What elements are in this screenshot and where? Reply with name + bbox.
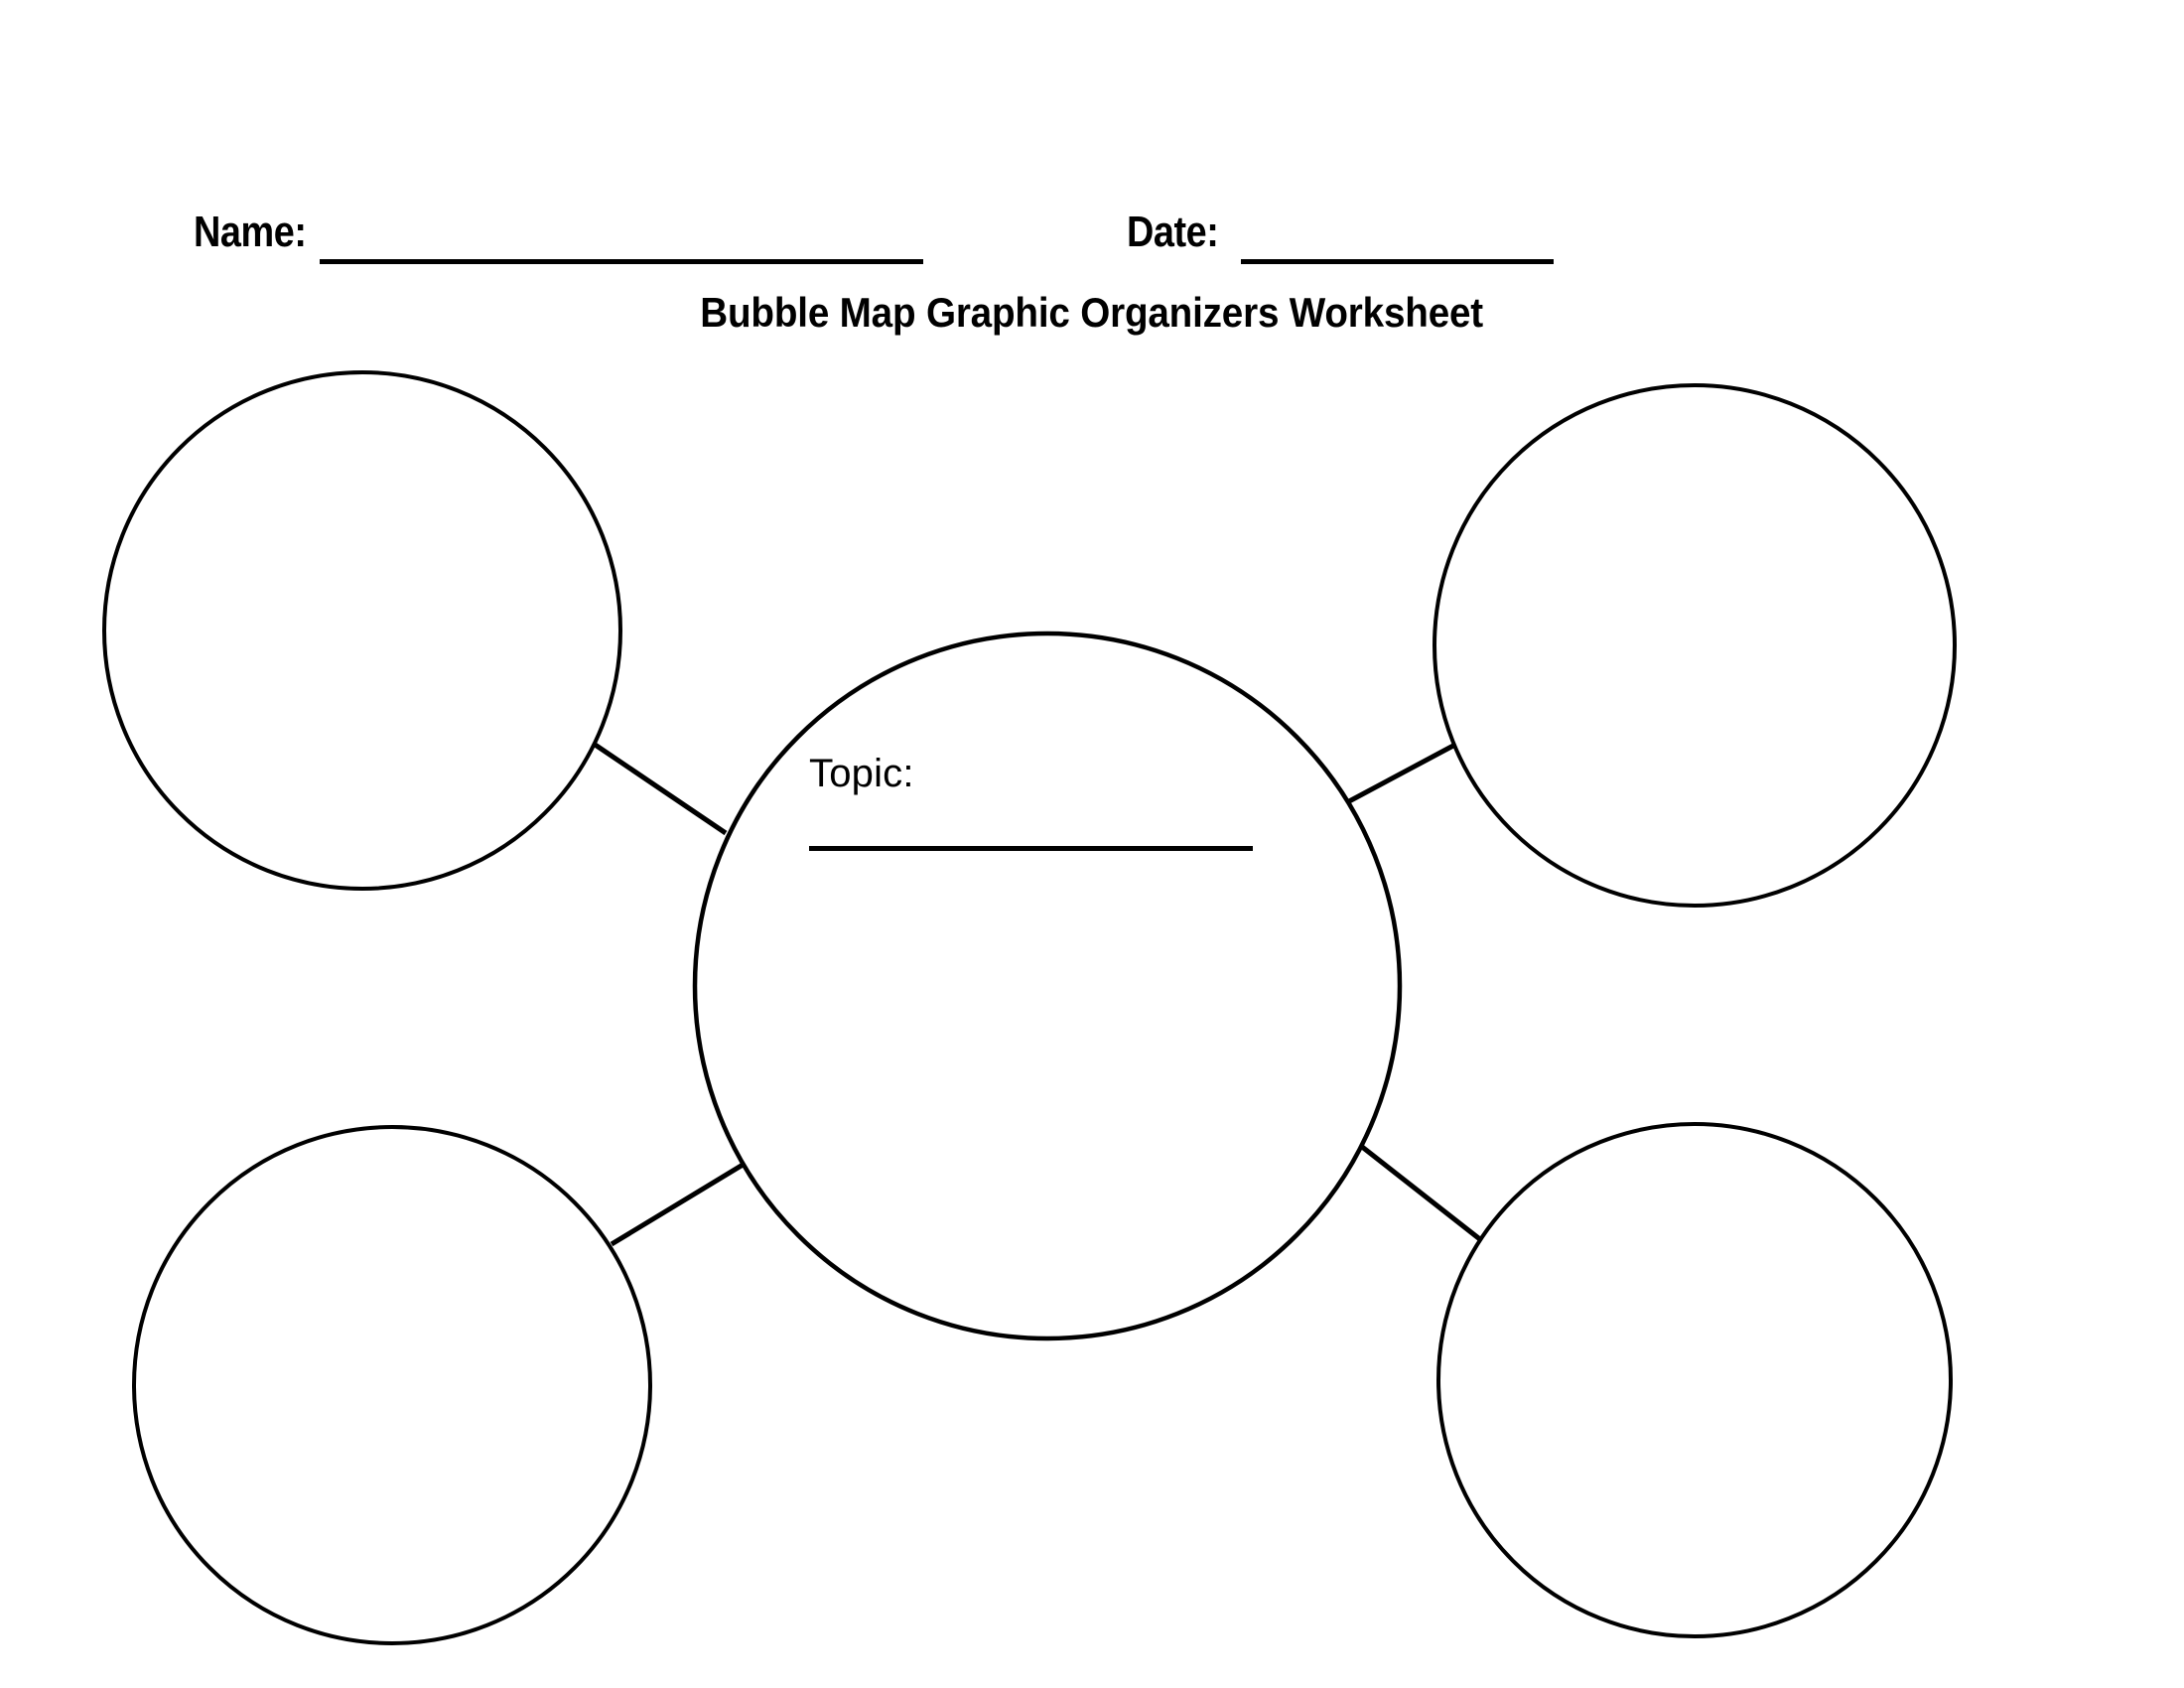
page-title-text: Bubble Map Graphic Organizers Worksheet bbox=[700, 289, 1484, 336]
topic-input-rule[interactable] bbox=[809, 846, 1253, 851]
page-title: Bubble Map Graphic Organizers Worksheet bbox=[0, 290, 2184, 336]
topic-block: Topic: bbox=[809, 752, 1276, 851]
connector-line-top-left bbox=[586, 737, 728, 836]
bubble-bottom-left[interactable] bbox=[132, 1125, 652, 1645]
bubble-bottom-right[interactable] bbox=[1436, 1122, 1953, 1638]
bubble-top-right[interactable] bbox=[1433, 383, 1957, 908]
date-field-label: Date: bbox=[1127, 208, 1219, 256]
bubble-top-left[interactable] bbox=[102, 370, 622, 891]
connector-line-top-right bbox=[1332, 736, 1468, 812]
connector-line-bottom-left bbox=[610, 1150, 764, 1247]
center-topic-bubble[interactable] bbox=[692, 631, 1403, 1341]
date-field-input[interactable] bbox=[1241, 259, 1554, 264]
topic-label: Topic: bbox=[809, 752, 914, 795]
date-field-rule bbox=[1241, 259, 1554, 264]
name-field-input[interactable] bbox=[320, 259, 923, 264]
name-field-row: Name: bbox=[194, 211, 325, 254]
name-field-rule bbox=[320, 259, 923, 264]
date-field-row: Date: bbox=[1127, 211, 1234, 254]
name-field-label: Name: bbox=[194, 208, 307, 256]
